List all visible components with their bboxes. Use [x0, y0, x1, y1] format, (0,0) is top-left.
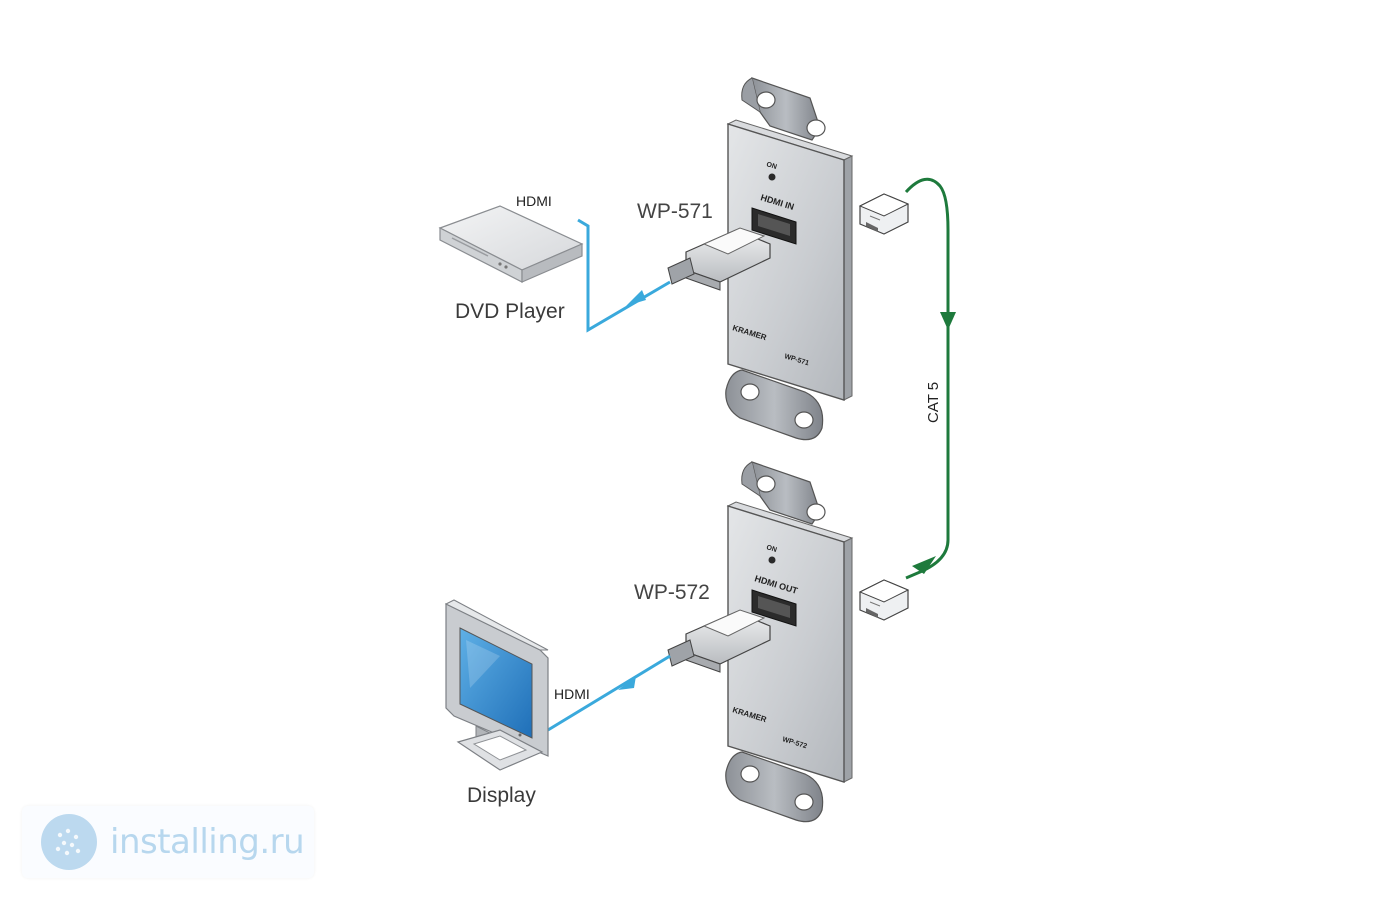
dvd-player-icon — [438, 205, 584, 283]
hdmi-input-arrow — [626, 290, 646, 306]
display-monitor-icon — [444, 599, 549, 771]
transmitter-led-label: ON — [765, 161, 777, 171]
display-label: Display — [467, 784, 536, 807]
receiver-led-label: ON — [765, 544, 777, 554]
transmitter-led — [768, 173, 776, 181]
transmitter-rj45-connector — [858, 193, 910, 235]
receiver-hdmi-plug — [667, 609, 771, 673]
hdmi-output-cable-label: HDMI — [554, 686, 590, 702]
watermark: installing.ru — [22, 806, 314, 878]
cat5-cable-label: CAT 5 — [925, 381, 942, 423]
transmitter-hdmi-plug — [667, 227, 771, 291]
cat5-link-cable — [904, 177, 950, 580]
dvd-player-label: DVD Player — [455, 300, 565, 323]
transmitter-wallplate: ON HDMI IN KRAMER WP-571 — [725, 77, 854, 441]
receiver-led — [768, 556, 776, 564]
watermark-logo-icon — [41, 814, 97, 870]
transmitter-model-label: WP-571 — [637, 200, 713, 223]
hdmi-output-arrow — [618, 676, 636, 690]
watermark-text: installing.ru — [110, 822, 305, 862]
hdmi-input-cable — [577, 218, 671, 333]
hdmi-output-cable — [547, 654, 671, 732]
receiver-wallplate: ON HDMI OUT KRAMER WP-572 — [725, 461, 854, 823]
hdmi-input-cable-label: HDMI — [516, 193, 552, 209]
receiver-rj45-connector — [858, 579, 910, 621]
cat5-link-arrow-receiver — [912, 556, 936, 574]
receiver-model-label: WP-572 — [634, 581, 710, 604]
cat5-link-arrow-down — [940, 312, 956, 330]
